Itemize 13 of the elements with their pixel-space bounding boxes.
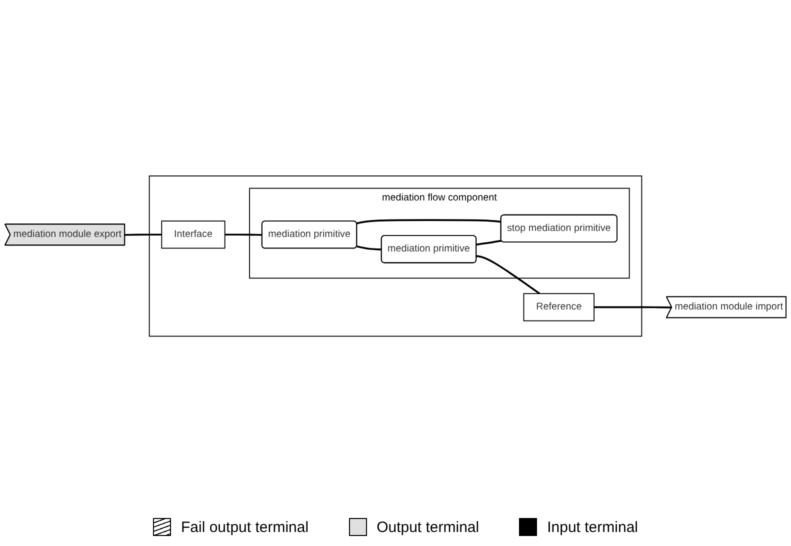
- connector: [124, 234, 162, 236]
- connector: [224, 234, 262, 236]
- legend-label: Fail output terminal: [181, 518, 309, 536]
- connector: [356, 219, 502, 224]
- connector: [476, 240, 502, 246]
- connector: [594, 306, 672, 308]
- legend-label: Output terminal: [376, 518, 480, 536]
- node-box: Interface: [161, 220, 226, 249]
- legend-label: Input terminal: [547, 518, 638, 536]
- connector: [476, 255, 540, 294]
- cluster: [148, 175, 642, 337]
- connector: [356, 245, 382, 250]
- node-box: Reference: [523, 293, 595, 322]
